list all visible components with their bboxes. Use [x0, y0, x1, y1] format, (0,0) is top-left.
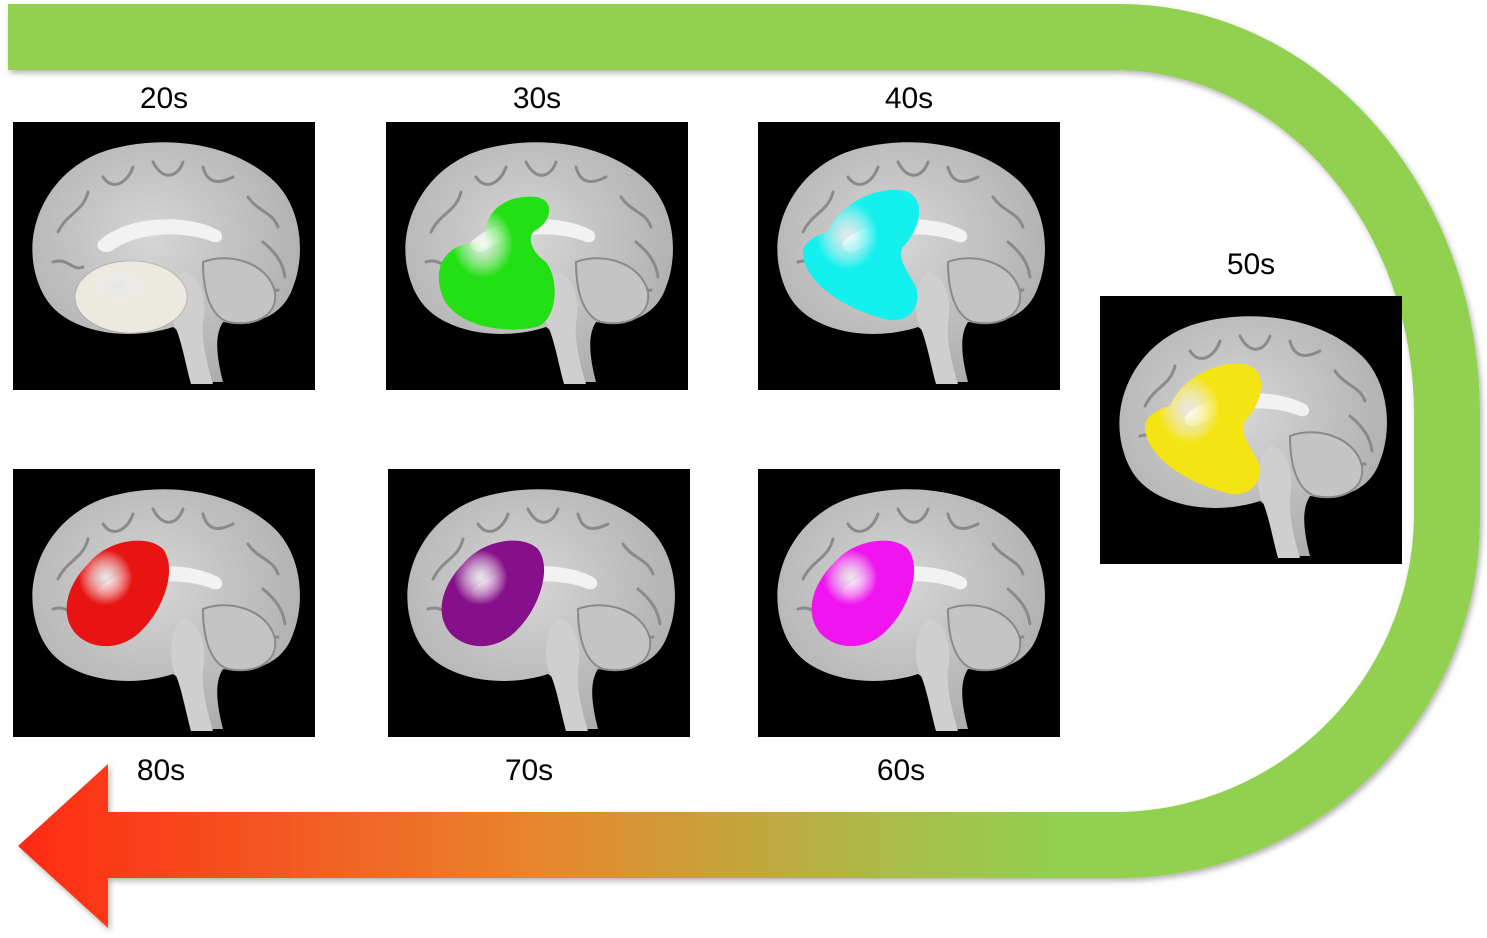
- brain-panel-20s: [13, 122, 315, 390]
- brain-slice-t40: [777, 142, 1045, 384]
- arrow-bottom-curve: [1040, 430, 1480, 879]
- brain-panel-80s: [13, 469, 315, 737]
- brain-panel-70s: [388, 469, 690, 737]
- time-label-50s: 50s: [1226, 248, 1276, 281]
- brain-slice-t60: [777, 489, 1045, 731]
- brain-panel-30s: [386, 122, 688, 390]
- brain-panel-60s: [758, 469, 1060, 737]
- arrow-top-band: [8, 4, 1480, 430]
- arrow-head-band: [18, 764, 1060, 928]
- brain-panel-40s: [758, 122, 1060, 390]
- brain-panel-50s: [1100, 296, 1402, 564]
- time-label-60s: 60s: [876, 754, 926, 787]
- time-label-20s: 20s: [139, 82, 189, 115]
- brain-slice-t80: [32, 489, 300, 731]
- time-label-30s: 30s: [512, 82, 562, 115]
- time-label-40s: 40s: [884, 82, 934, 115]
- brain-slice-t50: [1119, 316, 1387, 558]
- brain-slice-t20: [32, 142, 300, 384]
- time-label-70s: 70s: [504, 754, 554, 787]
- time-label-80s: 80s: [136, 754, 186, 787]
- brain-slice-t70: [407, 489, 675, 731]
- brain-slice-t30: [405, 142, 673, 384]
